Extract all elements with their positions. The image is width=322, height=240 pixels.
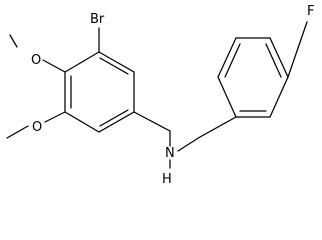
bond	[217, 37, 237, 78]
double-bond-inner	[99, 109, 129, 127]
bond	[64, 111, 100, 133]
nitrogen-label: N	[165, 146, 175, 161]
methyl-bond-bottom	[6, 125, 29, 139]
bond-to-oxygen-bottom	[44, 111, 66, 123]
bond-to-oxygen-top	[42, 59, 66, 73]
bond-ch2-to-right-ring	[199, 116, 237, 138]
bond	[98, 111, 135, 133]
bond	[64, 51, 100, 73]
double-bond-inner	[99, 57, 129, 75]
molecule-diagram: Br O O N H F	[6, 4, 314, 187]
bond	[217, 76, 237, 118]
bond-to-fluorine	[287, 21, 308, 78]
double-bond-inner	[265, 43, 282, 78]
bond-ring-to-ch2	[133, 111, 171, 132]
methyl-bond-top	[9, 34, 18, 48]
bond	[98, 51, 135, 73]
right-benzene-ring	[217, 37, 289, 118]
bond	[269, 76, 289, 118]
bond	[269, 37, 289, 78]
left-benzene-ring	[64, 51, 135, 133]
oxygen-top-label: O	[31, 53, 41, 68]
bromine-label: Br	[90, 12, 105, 27]
bond-nitrogen-to-ch2	[177, 136, 201, 152]
hydrogen-label: H	[162, 172, 172, 187]
oxygen-bottom-label: O	[32, 120, 42, 135]
double-bond-inner	[224, 43, 241, 78]
fluorine-label: F	[307, 4, 314, 19]
structure-canvas: Br O O N H F	[6, 4, 315, 187]
